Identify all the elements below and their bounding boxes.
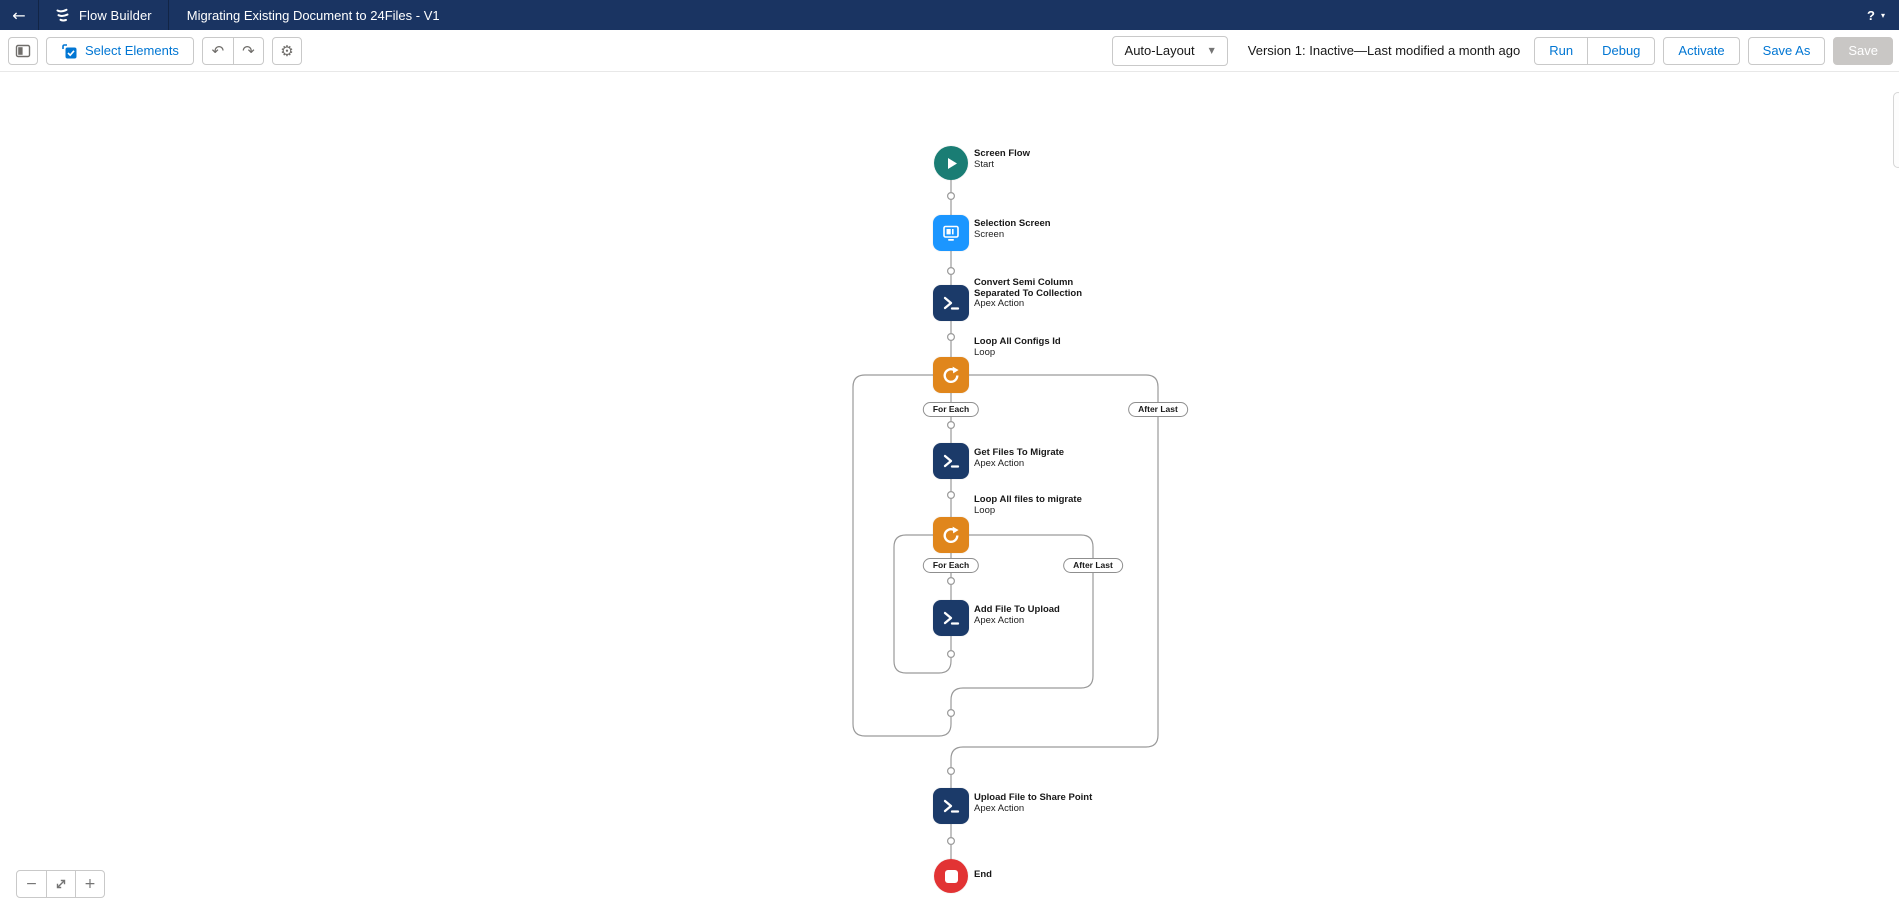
help-caret-icon[interactable]: ▾ bbox=[1880, 10, 1885, 20]
back-arrow-icon: ← bbox=[12, 5, 26, 25]
node-convert-semi-column[interactable] bbox=[933, 285, 969, 321]
flow-canvas[interactable]: Screen Flow Start Selection Screen Scree… bbox=[0, 72, 1899, 910]
panel-toggle-icon bbox=[15, 43, 31, 59]
node-upload-file-to-sharepoint-label: Upload File to Share Point Apex Action bbox=[974, 792, 1093, 814]
node-loop-all-files-label: Loop All files to migrate Loop bbox=[974, 494, 1082, 516]
help-button[interactable]: ? bbox=[1867, 7, 1875, 23]
activate-button[interactable]: Activate bbox=[1663, 36, 1740, 65]
node-loop-all-configs[interactable] bbox=[933, 357, 969, 393]
undo-redo-group: ↶ ↷ bbox=[201, 36, 264, 65]
apex-terminal-icon bbox=[943, 799, 960, 813]
zoom-in-button[interactable]: + bbox=[75, 871, 104, 897]
zoom-controls: − + bbox=[16, 870, 105, 898]
app-name: Flow Builder bbox=[79, 7, 152, 23]
screen-icon bbox=[943, 225, 959, 241]
minus-icon: − bbox=[25, 876, 38, 892]
plus-icon: + bbox=[84, 876, 96, 892]
select-elements-icon bbox=[61, 43, 77, 59]
app-header: ← Flow Builder Migrating Existing Docume… bbox=[0, 0, 1899, 30]
gear-icon: ⚙ bbox=[280, 41, 294, 60]
branch-pill-after-last[interactable]: After Last bbox=[1128, 402, 1188, 417]
settings-button[interactable]: ⚙ bbox=[271, 36, 302, 65]
redo-icon: ↷ bbox=[242, 41, 255, 60]
node-selection-screen-label: Selection Screen Screen bbox=[974, 218, 1051, 240]
version-status: Version 1: Inactive—Last modified a mont… bbox=[1247, 43, 1521, 58]
branch-pill-for-each-inner[interactable]: For Each bbox=[922, 558, 980, 573]
node-selection-screen[interactable] bbox=[933, 215, 969, 251]
select-elements-label: Select Elements bbox=[85, 43, 179, 58]
node-start[interactable] bbox=[934, 146, 968, 180]
app-switcher[interactable]: Flow Builder bbox=[38, 0, 169, 30]
node-loop-all-configs-label: Loop All Configs Id Loop bbox=[974, 336, 1061, 358]
save-as-button[interactable]: Save As bbox=[1747, 36, 1826, 65]
flow-toolbar: Select Elements ↶ ↷ ⚙ Auto-Layout ▼ Vers… bbox=[0, 30, 1899, 72]
select-elements-button[interactable]: Select Elements bbox=[46, 36, 194, 65]
node-upload-file-to-sharepoint[interactable] bbox=[933, 788, 969, 824]
apex-terminal-icon bbox=[943, 454, 960, 468]
zoom-out-button[interactable]: − bbox=[17, 871, 46, 897]
flow-connectors bbox=[852, 180, 1159, 859]
zoom-to-fit-button[interactable] bbox=[46, 871, 75, 897]
flow-title: Migrating Existing Document to 24Files -… bbox=[186, 7, 440, 23]
stop-icon bbox=[944, 869, 958, 883]
vertical-scrollbar[interactable] bbox=[1893, 92, 1899, 168]
node-get-files-to-migrate[interactable] bbox=[933, 443, 969, 479]
node-add-file-to-upload[interactable] bbox=[933, 600, 969, 636]
redo-button[interactable]: ↷ bbox=[232, 37, 263, 64]
layout-mode-value: Auto-Layout bbox=[1124, 43, 1195, 58]
node-convert-semi-column-label: Convert Semi Column Separated To Collect… bbox=[974, 277, 1083, 309]
node-start-label: Screen Flow Start bbox=[974, 148, 1030, 170]
expand-icon bbox=[54, 877, 68, 891]
run-debug-group: Run Debug bbox=[1534, 36, 1656, 65]
loop-icon bbox=[943, 366, 959, 384]
loop-icon bbox=[943, 526, 959, 544]
flow-builder-icon bbox=[53, 6, 71, 24]
node-get-files-to-migrate-label: Get Files To Migrate Apex Action bbox=[974, 447, 1065, 469]
branch-pill-for-each[interactable]: For Each bbox=[922, 402, 980, 417]
save-button[interactable]: Save bbox=[1833, 36, 1893, 65]
node-end[interactable] bbox=[934, 859, 968, 893]
run-button[interactable]: Run bbox=[1549, 43, 1574, 58]
branch-pill-after-last-inner[interactable]: After Last bbox=[1063, 558, 1123, 573]
layout-mode-select[interactable]: Auto-Layout ▼ bbox=[1111, 35, 1228, 66]
node-loop-all-files[interactable] bbox=[933, 517, 969, 553]
chevron-down-icon: ▼ bbox=[1208, 46, 1215, 55]
back-button[interactable]: ← bbox=[0, 0, 38, 30]
play-icon bbox=[948, 158, 957, 169]
undo-icon: ↶ bbox=[211, 41, 225, 60]
node-add-file-to-upload-label: Add File To Upload Apex Action bbox=[974, 604, 1060, 626]
apex-terminal-icon bbox=[943, 296, 960, 310]
apex-terminal-icon bbox=[943, 611, 960, 625]
undo-button[interactable]: ↶ bbox=[203, 38, 233, 64]
toggle-panel-button[interactable] bbox=[8, 36, 38, 65]
node-end-label: End bbox=[974, 869, 992, 880]
debug-button[interactable]: Debug bbox=[1587, 37, 1654, 64]
